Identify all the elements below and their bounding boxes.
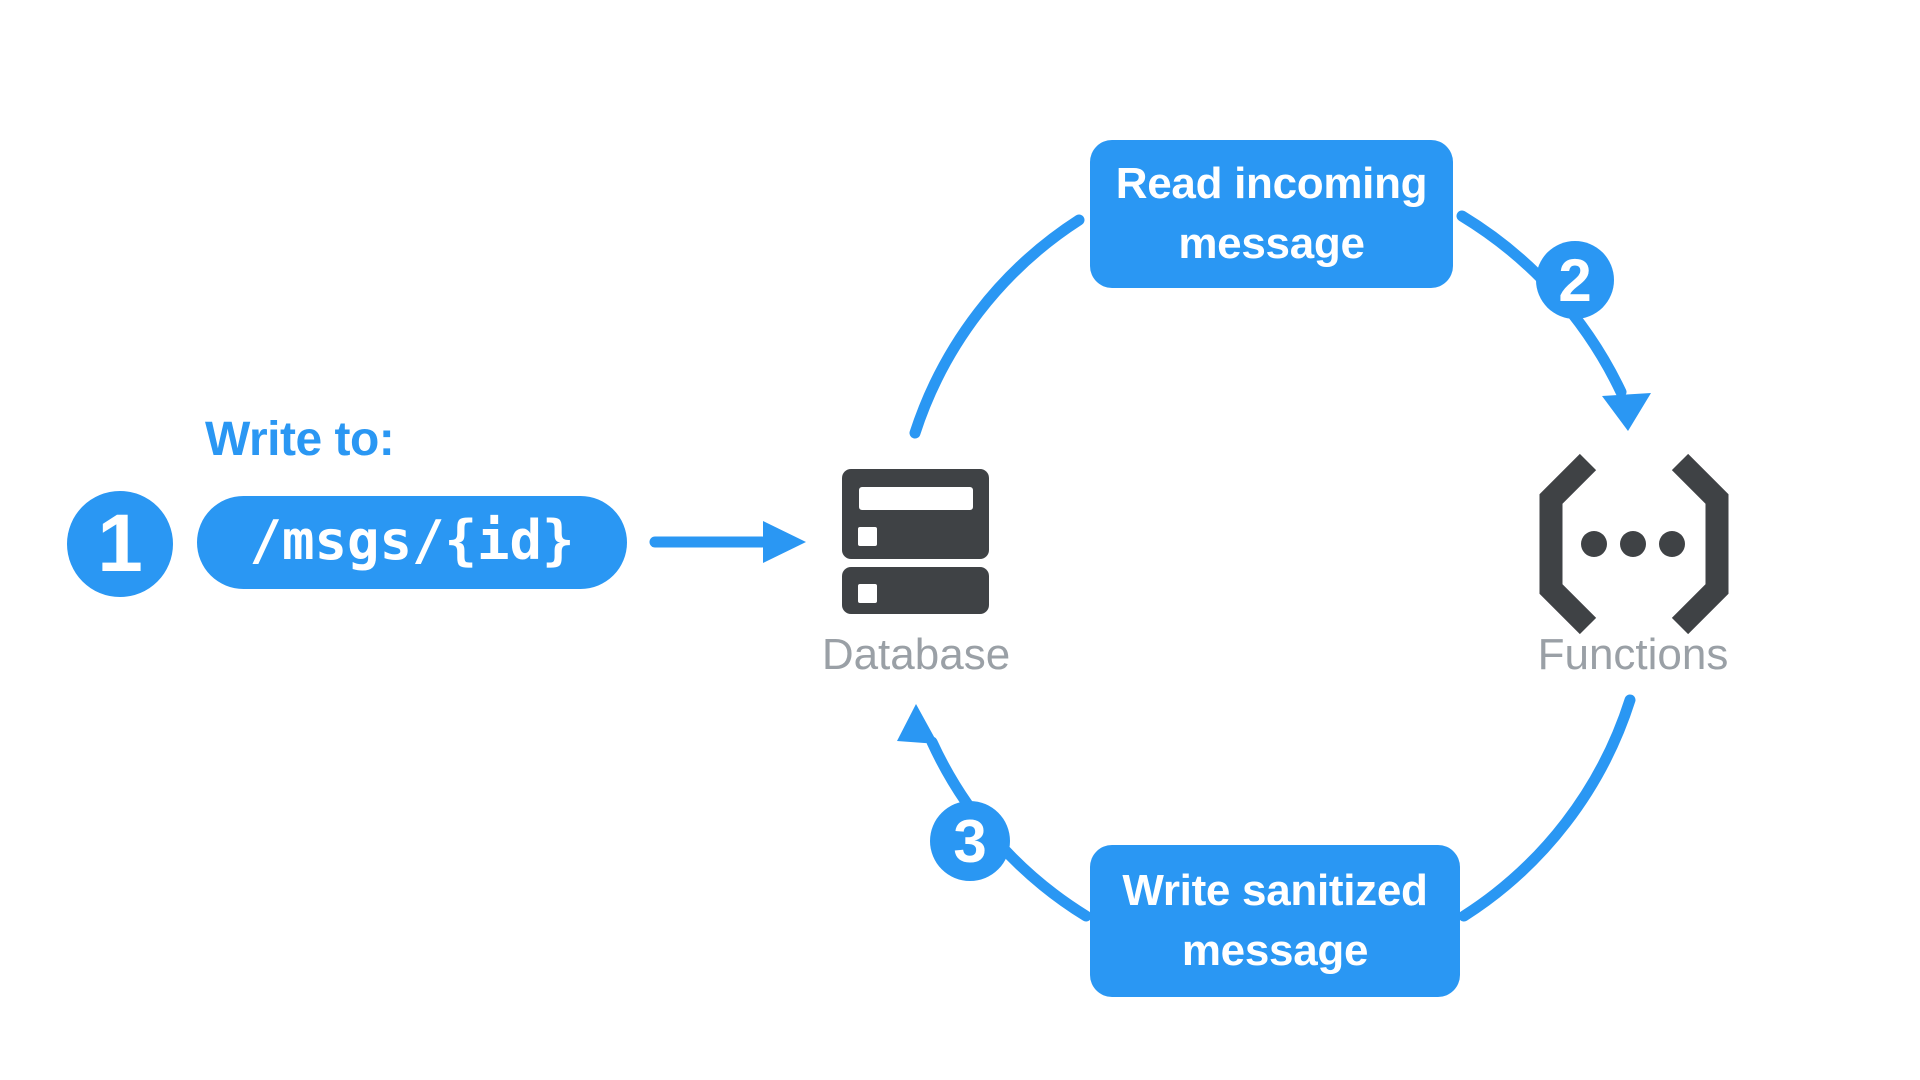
write-to-heading: Write to: — [205, 413, 395, 466]
read-incoming-message-box: Read incoming message — [1090, 140, 1453, 288]
step-1-badge: 1 — [67, 491, 173, 597]
cloud-functions-icon — [1539, 453, 1729, 635]
flow-arc-top-left — [909, 214, 1085, 439]
step-2-badge: 2 — [1536, 241, 1614, 319]
read-box-line-2: message — [1178, 219, 1365, 268]
step-3-badge: 3 — [930, 801, 1010, 881]
write-box-line-1: Write sanitized — [1122, 866, 1428, 915]
flow-arc-bottom-right — [1458, 694, 1636, 922]
right-arrow-icon — [649, 521, 806, 563]
functions-node-label: Functions — [1537, 630, 1729, 679]
database-node-label: Database — [821, 630, 1011, 679]
read-box-line-1: Read incoming — [1115, 159, 1428, 208]
database-server-icon — [842, 469, 989, 614]
write-box-line-2: message — [1181, 926, 1369, 975]
write-sanitized-message-box: Write sanitized message — [1090, 845, 1460, 997]
database-path-pill: /msgs/{id} — [197, 496, 627, 589]
